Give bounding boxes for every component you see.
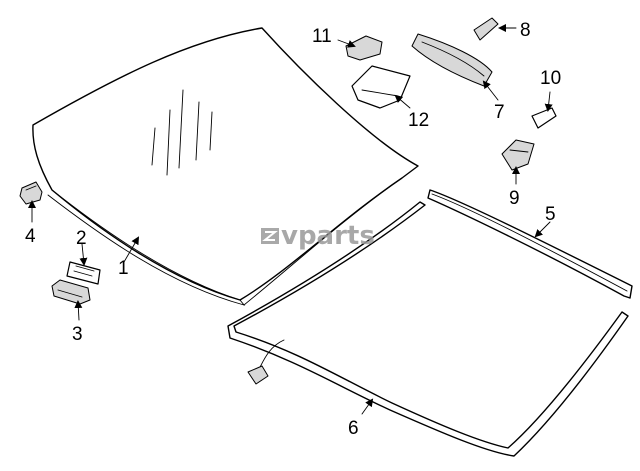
bracket-part-8: [473, 17, 499, 41]
bracket-part-3: [51, 279, 91, 305]
watermark-text: vparts: [281, 221, 375, 251]
sensor-part-9: [501, 139, 535, 171]
cover-part-12: [351, 65, 411, 109]
cover-part-10: [531, 107, 557, 129]
callout-6: 6: [348, 418, 359, 439]
mount-part-11: [345, 35, 383, 61]
clip-part-4: [19, 181, 43, 205]
callout-8: 8: [520, 20, 531, 41]
callout-1: 1: [118, 258, 129, 279]
molding-part-5: [427, 189, 633, 299]
callout-4: 4: [25, 226, 36, 247]
molding-part-6: [227, 201, 629, 457]
callout-7: 7: [494, 102, 505, 123]
callout-12: 12: [408, 110, 429, 131]
callout-labels: 1 2 3 4 5 6 7 8 9 10 11 12: [25, 20, 561, 439]
callout-3: 3: [72, 324, 83, 345]
bracket-part-2: [66, 261, 101, 285]
callout-9: 9: [509, 188, 520, 209]
rear-view-mirror: [411, 33, 493, 87]
callout-leaders: [28, 24, 553, 415]
watermark: vparts: [261, 221, 375, 251]
windshield-glass: [32, 27, 419, 306]
callout-11: 11: [312, 26, 332, 47]
callout-2: 2: [76, 228, 87, 249]
callout-10: 10: [540, 68, 561, 89]
callout-5: 5: [545, 204, 556, 225]
